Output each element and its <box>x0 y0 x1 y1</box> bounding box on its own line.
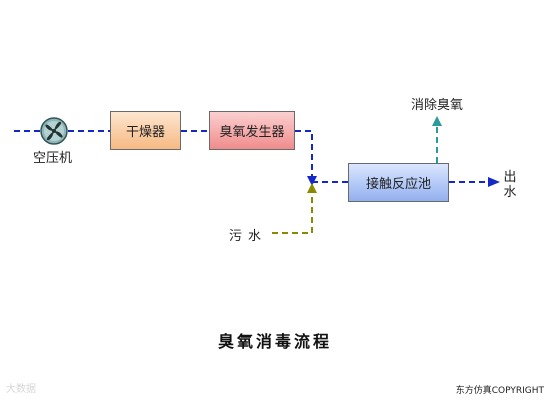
dryer-label: 干燥器 <box>125 125 165 140</box>
ozone-removal-label: 消除臭氧 <box>411 98 464 113</box>
wastewater-label: 污水 <box>229 229 268 244</box>
ozone-generator-box: 臭氧发生器 <box>209 111 295 150</box>
water-out-label: 出水 <box>503 170 517 200</box>
watermark: 大数据 <box>6 384 36 395</box>
wastewater-line <box>272 190 313 234</box>
contact-tank-label: 接触反应池 <box>365 177 431 192</box>
off-gas-arrowhead <box>432 116 442 126</box>
dryer-box: 干燥器 <box>110 111 181 150</box>
fan-icon <box>40 117 68 145</box>
compressor-label: 空压机 <box>33 151 73 166</box>
ozone-line-to-tank <box>295 130 313 178</box>
ozone-generator-label: 臭氧发生器 <box>219 125 285 140</box>
diagram-title: 臭氧消毒流程 <box>217 332 332 351</box>
copyright-text: 东方仿真COPYRIGHT <box>455 386 544 396</box>
wastewater-arrowhead <box>307 183 317 193</box>
outlet-arrowhead <box>488 177 500 187</box>
contact-tank-box: 接触反应池 <box>348 163 449 202</box>
